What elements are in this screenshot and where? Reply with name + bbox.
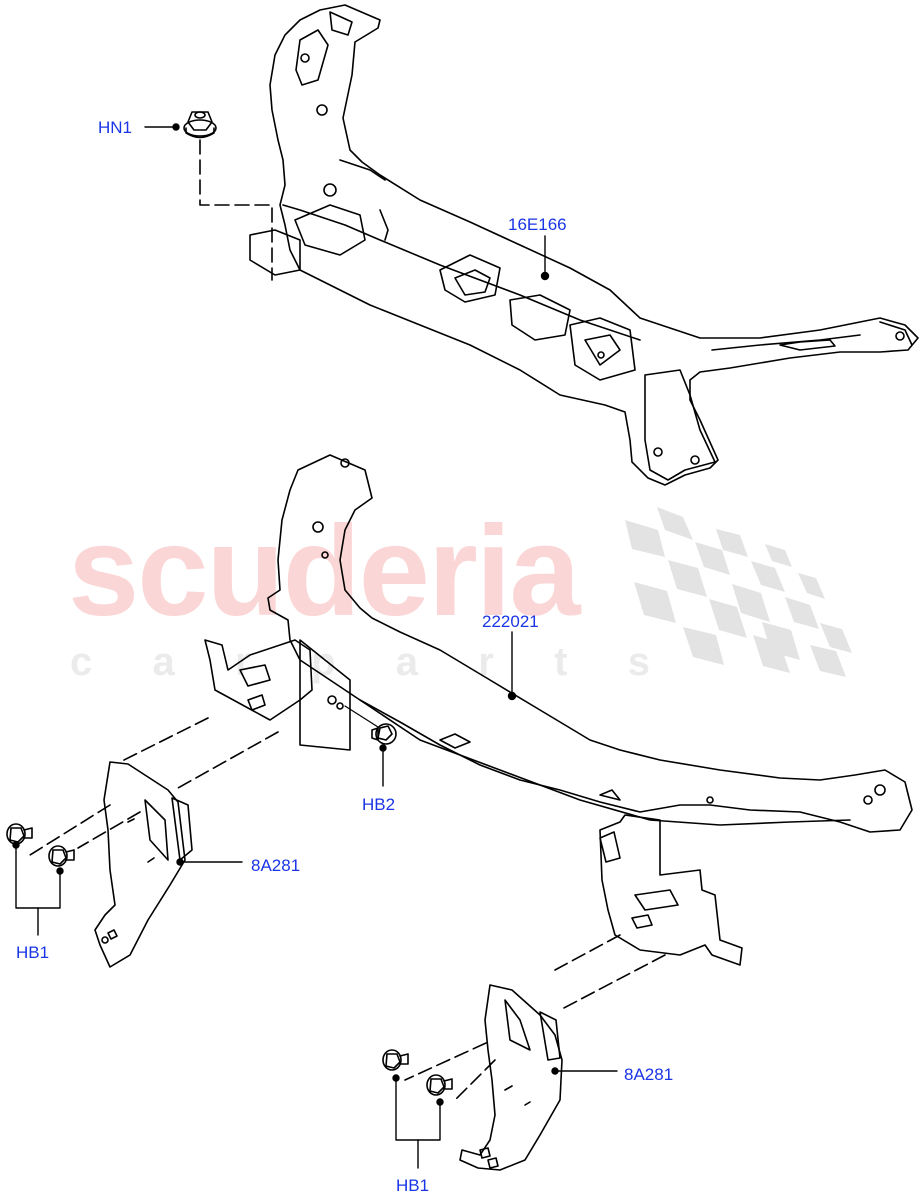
front-end-carrier-upper-part [249,4,919,486]
checkered-flag-watermark-icon [625,507,852,677]
install-path-right-bolt-a [404,1042,487,1081]
watermark-carparts: c a r p a r t s [70,642,650,682]
install-path-right-a [554,934,621,971]
callout-8a281-right[interactable]: 8A281 [624,1065,674,1084]
callout-222021[interactable]: 222021 [482,612,539,631]
air-deflector-right-part [459,984,563,1171]
callout-8a281-left[interactable]: 8A281 [251,856,301,875]
hb1-bolts-right-part [382,1049,453,1096]
callout-16e166[interactable]: 16E166 [508,215,567,234]
hn1-install-path [199,139,273,281]
callout-hb1-right[interactable]: HB1 [396,1176,430,1195]
callout-hb1-left[interactable]: HB1 [16,943,50,962]
watermark-scuderia: scuderia [68,500,580,643]
watermark-letter: a [395,640,418,684]
callout-leaders [12,123,618,1169]
install-path-right-b [559,954,666,1011]
air-deflector-left-part [94,761,193,968]
watermark-letter: r [478,640,494,684]
install-path-right-bolt-b [454,1059,496,1101]
install-path-left-bolt-a [29,804,111,856]
install-path-left-b [177,731,279,789]
callout-hb2[interactable]: HB2 [362,795,396,814]
watermark-letter: t [554,640,568,684]
hn1-flange-nut-part [183,111,217,139]
install-path-left-a [119,717,209,763]
watermark-letter: s [627,640,650,684]
hb2-bolt-part [344,705,397,745]
watermark-letter: r [235,640,251,684]
front-end-carrier-lower-part [204,454,913,966]
watermark-letter: a [152,640,175,684]
watermark-letter: c [70,640,93,684]
callout-hn1[interactable]: HN1 [98,118,133,137]
install-path-left-bolt-b [77,811,141,849]
